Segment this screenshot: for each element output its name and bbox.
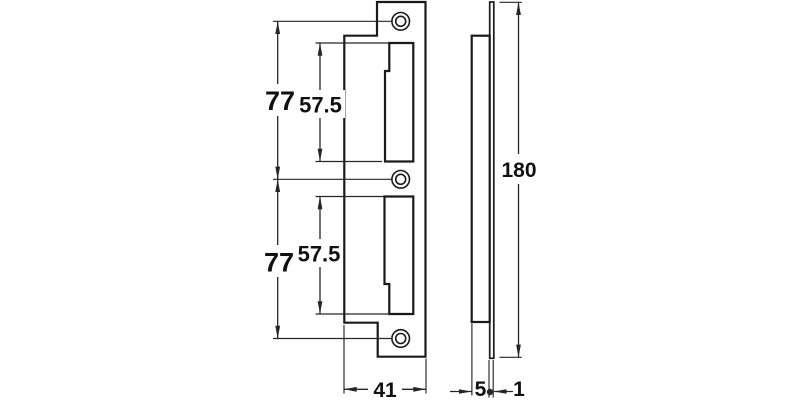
screw-hole-middle	[391, 169, 411, 189]
dimension-total-height: 180	[499, 1, 538, 358]
dimension-plate-width: 41	[343, 325, 427, 400]
dimension-dot-icon	[486, 388, 494, 396]
latch-cutout-bottom	[383, 195, 415, 316]
dimension-thickness: 5 1	[450, 323, 525, 400]
arrow-down-icon	[275, 166, 281, 180]
dim-label-57.5-lower: 57.5	[298, 242, 341, 267]
arrow-down-icon	[516, 344, 521, 358]
dim-label-180: 180	[501, 159, 536, 182]
arrow-right-icon	[459, 389, 472, 394]
dim-label-77-lower: 77	[264, 248, 294, 278]
side-view	[470, 1, 495, 360]
arrow-up-icon	[317, 43, 323, 56]
dimension-cutout-lower: 57.5	[294, 195, 389, 315]
dimension-hole-spacing-lower: 77	[261, 179, 392, 340]
arrow-down-icon	[317, 301, 323, 314]
latch-cutout-top	[383, 41, 415, 163]
screw-hole-top	[391, 11, 411, 31]
arrow-right-icon	[413, 386, 426, 392]
arrow-left-icon	[493, 389, 507, 394]
arrow-up-icon	[317, 196, 323, 210]
arrow-left-icon	[344, 386, 357, 392]
screw-hole-bottom	[391, 328, 411, 349]
dimension-hole-spacing-upper: 77	[262, 20, 392, 180]
arrow-up-icon	[275, 179, 281, 192]
dim-label-57.5-upper: 57.5	[299, 93, 342, 118]
arrow-up-icon	[516, 2, 521, 15]
dim-label-5: 5	[475, 378, 487, 400]
dim-label-77-upper: 77	[265, 86, 295, 116]
arrow-down-icon	[317, 148, 323, 162]
plate-body-profile	[470, 34, 491, 324]
arrow-up-icon	[275, 21, 281, 34]
arrow-down-icon	[275, 325, 281, 339]
dim-label-1: 1	[513, 378, 525, 400]
dimension-cutout-upper: 57.5	[296, 42, 389, 163]
dim-label-41: 41	[373, 379, 397, 400]
